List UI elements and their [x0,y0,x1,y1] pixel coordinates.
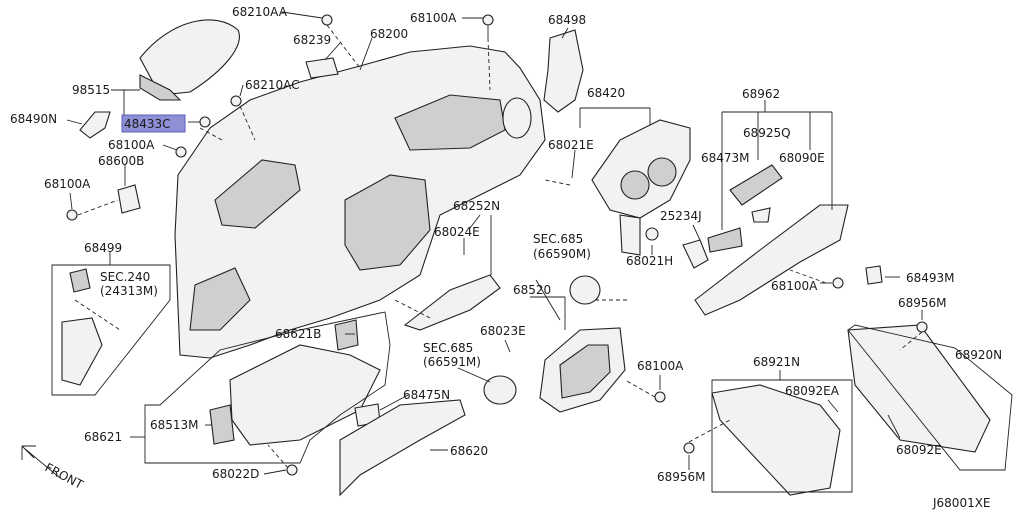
label-68100a-mid[interactable]: 68100A [637,359,684,373]
clip-68493m [865,265,883,285]
label-68210ac[interactable]: 68210AC [245,78,300,92]
frame-68920n [847,324,1013,471]
dashboard-lower-left [189,267,251,331]
label-68498[interactable]: 68498 [548,13,586,27]
clip-68021h [645,227,659,241]
panel-68499[interactable] [61,317,103,386]
label-68239[interactable]: 68239 [293,33,331,47]
vent-66590m [569,275,601,305]
label-68420[interactable]: 68420 [587,86,625,100]
label-68090e[interactable]: 68090E [779,151,825,165]
label-68621b[interactable]: 68621B [275,327,321,341]
label-68021e[interactable]: 68021E [548,138,594,152]
label-68600b[interactable]: 68600B [98,154,144,168]
frame-68921n [711,379,853,493]
lid-bracket [139,74,182,101]
bracket-25234j [682,239,709,269]
clip-68490n [79,111,111,139]
dashboard-cluster-hole [394,94,506,151]
label-sec685b-ref[interactable]: (66591M) [423,355,481,369]
label-68493m[interactable]: 68493M [906,271,955,285]
label-front: FRONT [43,460,86,492]
label-68499[interactable]: 68499 [84,241,122,255]
part-24313m [69,268,91,293]
highlight-box [121,114,186,133]
label-68956m-top[interactable]: 68956M [898,296,947,310]
side-panel-68921n[interactable] [711,384,841,496]
dashboard-cutout-left [214,159,301,229]
label-sec685a: SEC.685 [533,232,583,246]
bracket-68600b [117,184,141,214]
label-68021h[interactable]: 68021H [626,254,673,268]
console-trim-68962[interactable] [694,204,849,316]
side-panel-68920n[interactable] [847,324,991,453]
label-68252n[interactable]: 68252N [453,199,500,213]
label-68962[interactable]: 68962 [742,87,780,101]
diagram-code: J68001XE [932,496,991,510]
label-98515[interactable]: 98515 [72,83,110,97]
label-68621[interactable]: 68621 [84,430,122,444]
label-sec685b: SEC.685 [423,341,473,355]
leader-lines [66,11,923,475]
label-68210aa[interactable]: 68210AA [232,5,288,19]
vent-66591m [483,375,517,405]
trim-68252n[interactable] [403,274,501,331]
lid-panel [139,19,240,96]
label-68100a-left2[interactable]: 68100A [44,177,91,191]
panel-68498[interactable] [543,29,584,113]
pad-68239 [305,57,339,79]
label-sec685a-ref[interactable]: (66590M) [533,247,591,261]
label-68520[interactable]: 68520 [513,283,551,297]
label-68921n[interactable]: 68921N [753,355,800,369]
dashboard-cutout-center [344,174,431,271]
label-25234j[interactable]: 25234J [660,209,702,223]
label-sec240-ref[interactable]: (24313M) [100,284,158,298]
label-68023e[interactable]: 68023E [480,324,526,338]
bezel-screen [559,344,611,399]
label-68092e[interactable]: 68092E [896,443,942,457]
dashed-guides [74,24,923,469]
label-68920n[interactable]: 68920N [955,348,1002,362]
frame-68621 [144,311,391,464]
label-68092ea[interactable]: 68092EA [785,384,840,398]
label-68513m[interactable]: 68513M [150,418,199,432]
switch-bank-68925q[interactable] [729,164,783,206]
front-arrow-icon [21,445,61,479]
glove-box-latch-68513m[interactable] [209,404,235,445]
label-68200[interactable]: 68200 [370,27,408,41]
label-68100a-right[interactable]: 68100A [771,279,818,293]
label-68022d[interactable]: 68022D [212,467,259,481]
clip-68090e [751,207,771,223]
bracket-68473m [707,227,743,253]
hood-stem [619,214,641,256]
label-68475n[interactable]: 68475N [403,388,450,402]
dashboard-vent-right [502,97,532,139]
frame-68499 [51,264,171,396]
label-68620[interactable]: 68620 [450,444,488,458]
label-68956m-bot[interactable]: 68956M [657,470,706,484]
label-68024e[interactable]: 68024E [434,225,480,239]
label-68100a-top[interactable]: 68100A [410,11,457,25]
label-68925q[interactable]: 68925Q [743,126,791,140]
gauge-left [620,170,650,200]
lower-trim-68620[interactable] [339,399,466,497]
label-sec240: SEC.240 [100,270,150,284]
clip-68621b [334,319,359,351]
label-68490n[interactable]: 68490N [10,112,57,126]
label-48433c[interactable]: 48433C [124,117,171,131]
screw-icon [66,14,928,476]
cluster-hood-68420[interactable] [591,119,691,219]
label-68473m[interactable]: 68473M [701,151,750,165]
label-68100a-left[interactable]: 68100A [108,138,155,152]
gauge-right [647,157,677,187]
